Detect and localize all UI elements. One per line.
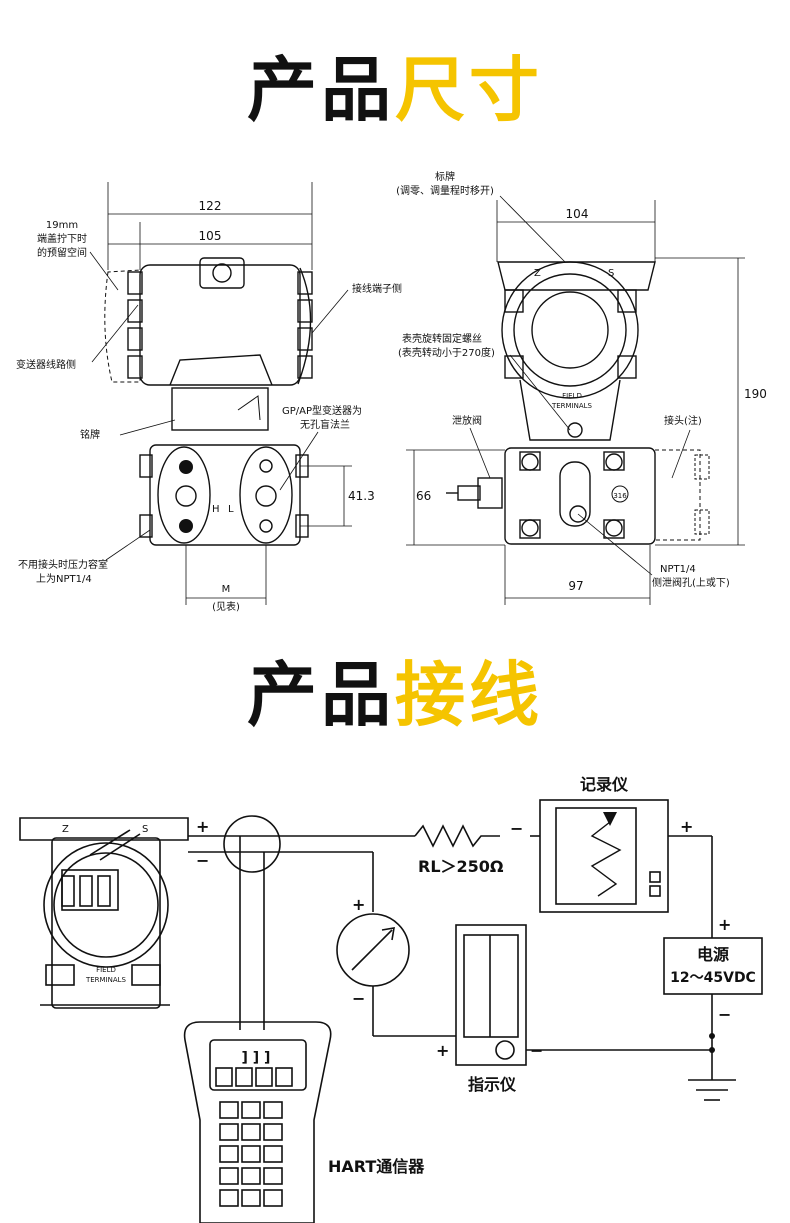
title-main-text: 产品 bbox=[247, 654, 395, 736]
z-label: Z bbox=[534, 268, 541, 279]
title-highlight-text: 接线 bbox=[395, 654, 543, 736]
ammeter-plus: + bbox=[352, 895, 365, 914]
pressure-note-2: 上为NPT1/4 bbox=[36, 573, 92, 585]
wiring-s-label: S bbox=[142, 824, 148, 835]
ammeter-minus: − bbox=[352, 989, 365, 1008]
pressure-note-1: 不用接头时压力容室 bbox=[18, 558, 108, 571]
circuit-side-label: 变送器线路侧 bbox=[16, 358, 76, 371]
recorder-plus: + bbox=[680, 817, 693, 836]
power-label-2: 12～45VDC bbox=[670, 970, 756, 986]
resistor-label: RL＞250Ω bbox=[418, 857, 504, 876]
vent-label: 泄放阀 bbox=[452, 414, 482, 427]
title-highlight-text: 尺寸 bbox=[395, 49, 543, 131]
dim-105: 105 bbox=[199, 229, 222, 243]
dim-97: 97 bbox=[568, 579, 583, 593]
m-note: (见表) bbox=[212, 600, 240, 613]
npt-label-2: 侧泄阀孔(上或下) bbox=[652, 576, 730, 589]
power-label-1: 电源 bbox=[697, 945, 729, 964]
fitting-label: 接头(注) bbox=[664, 414, 702, 427]
recorder-label: 记录仪 bbox=[580, 775, 629, 794]
code-316: 316 bbox=[613, 492, 627, 500]
clearance-label-2: 端盖拧下时 bbox=[37, 232, 87, 245]
screw-label-2: (表壳转动小于270度) bbox=[398, 346, 495, 359]
title-main-text: 产品 bbox=[247, 49, 395, 131]
power-minus: − bbox=[718, 1005, 731, 1024]
indicator-minus: − bbox=[530, 1041, 543, 1060]
section-title-dimensions: 产品尺寸 bbox=[0, 55, 790, 125]
power-plus: + bbox=[718, 915, 731, 934]
flange-note-1: GP/AP型变送器为 bbox=[282, 404, 362, 417]
dim-66: 66 bbox=[416, 489, 431, 503]
clearance-label-3: 的预留空间 bbox=[37, 246, 87, 259]
npt-label-1: NPT1/4 bbox=[660, 564, 696, 575]
l-label: L bbox=[228, 504, 234, 515]
indicator-plus: + bbox=[436, 1041, 449, 1060]
hart-label: HART通信器 bbox=[328, 1157, 425, 1176]
section-title-wiring: 产品接线 bbox=[0, 660, 790, 730]
dim-104: 104 bbox=[566, 207, 589, 221]
screw-label-1: 表壳旋转固定螺丝 bbox=[402, 332, 482, 345]
indicator-label: 指示仪 bbox=[468, 1075, 517, 1094]
tag-label-1: 标牌 bbox=[435, 170, 455, 183]
field-label-2: TERMINALS bbox=[551, 402, 593, 410]
dim-122: 122 bbox=[199, 199, 222, 213]
field-label-1: FIELD bbox=[562, 392, 582, 400]
flange-note-2: 无孔盲法兰 bbox=[300, 418, 350, 431]
tx-minus: − bbox=[196, 851, 209, 870]
tx-plus: + bbox=[196, 817, 209, 836]
hart-screen-text: ] ] ] bbox=[242, 1050, 271, 1066]
dimension-drawing: 122 105 19mm 端盖拧下时 的预留空间 接线端子侧 变送器线路侧 铭牌… bbox=[16, 170, 767, 613]
wiring-field-1: FIELD bbox=[96, 966, 116, 974]
dim-190: 190 bbox=[744, 387, 767, 401]
tag-label-2: (调零、调量程时移开) bbox=[396, 184, 494, 197]
m-label: M bbox=[222, 584, 231, 595]
dim-41-3: 41.3 bbox=[348, 489, 375, 503]
wiring-field-2: TERMINALS bbox=[85, 976, 127, 984]
s-label: S bbox=[608, 268, 614, 279]
recorder-minus: − bbox=[510, 819, 523, 838]
terminal-side-label: 接线端子侧 bbox=[352, 282, 402, 295]
nameplate-label: 铭牌 bbox=[80, 428, 100, 441]
clearance-label-1: 19mm bbox=[46, 220, 78, 231]
h-label: H bbox=[212, 504, 220, 515]
wiring-z-label: Z bbox=[62, 824, 69, 835]
